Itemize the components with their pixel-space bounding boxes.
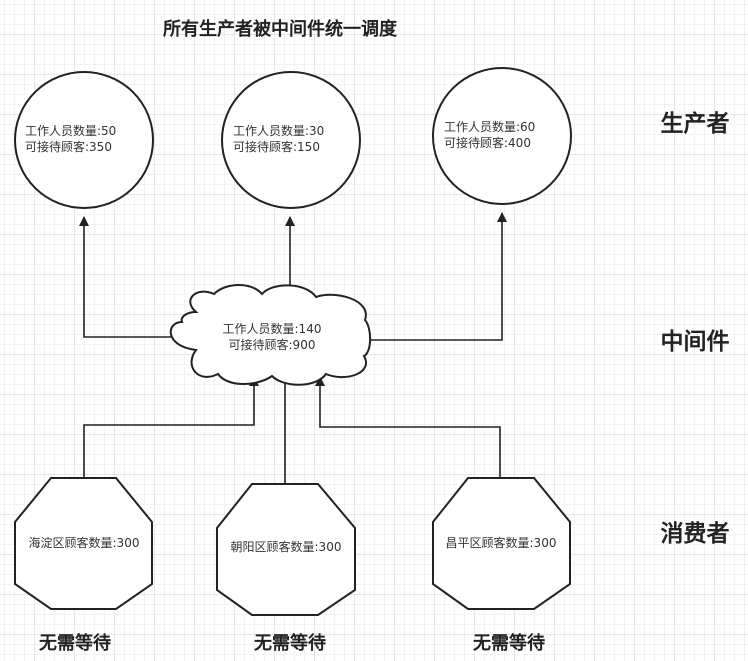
edge-middleware-to-producer-1	[79, 216, 172, 338]
edge-consumer-3-to-middleware	[315, 376, 501, 478]
consumer-2-label: 朝阳区顾客数量:300	[231, 539, 342, 554]
producer-2-capacity: 可接待顾客:150	[233, 139, 320, 154]
consumer-node-1[interactable]: 海淀区顾客数量:300	[14, 477, 153, 610]
layer-label-consumer: 消费者	[661, 521, 730, 547]
consumer-node-3[interactable]: 昌平区顾客数量:300	[432, 477, 571, 610]
edge-middleware-to-producer-3	[362, 212, 507, 341]
edge-consumer-1-to-middleware	[83, 376, 259, 478]
producer-1-capacity: 可接待顾客:350	[25, 139, 112, 154]
consumer-3-label: 昌平区顾客数量:300	[446, 535, 557, 550]
layer-label-middleware: 中间件	[661, 329, 730, 355]
middleware-capacity: 可接待顾客:900	[229, 337, 316, 352]
consumer-1-note: 无需等待	[39, 632, 111, 654]
producer-2-staff: 工作人员数量:30	[233, 123, 324, 138]
diagram-title: 所有生产者被中间件统一调度	[163, 18, 398, 40]
producer-node-3[interactable]: 工作人员数量:60 可接待顾客:400	[432, 67, 572, 205]
layer-label-producer: 生产者	[661, 110, 730, 137]
producer-3-capacity: 可接待顾客:400	[444, 135, 531, 150]
consumer-2-note: 无需等待	[254, 632, 326, 654]
consumer-1-label: 海淀区顾客数量:300	[29, 535, 140, 550]
middleware-cloud[interactable]: 工作人员数量:140 可接待顾客:900	[169, 284, 372, 386]
producer-1-staff: 工作人员数量:50	[25, 123, 116, 138]
producer-node-1[interactable]: 工作人员数量:50 可接待顾客:350	[14, 71, 154, 209]
producer-3-staff: 工作人员数量:60	[444, 119, 535, 134]
middleware-staff: 工作人员数量:140	[223, 321, 322, 336]
consumer-node-2[interactable]: 朝阳区顾客数量:300	[216, 483, 356, 616]
producer-node-2[interactable]: 工作人员数量:30 可接待顾客:150	[221, 71, 361, 209]
consumer-3-note: 无需等待	[473, 632, 545, 654]
